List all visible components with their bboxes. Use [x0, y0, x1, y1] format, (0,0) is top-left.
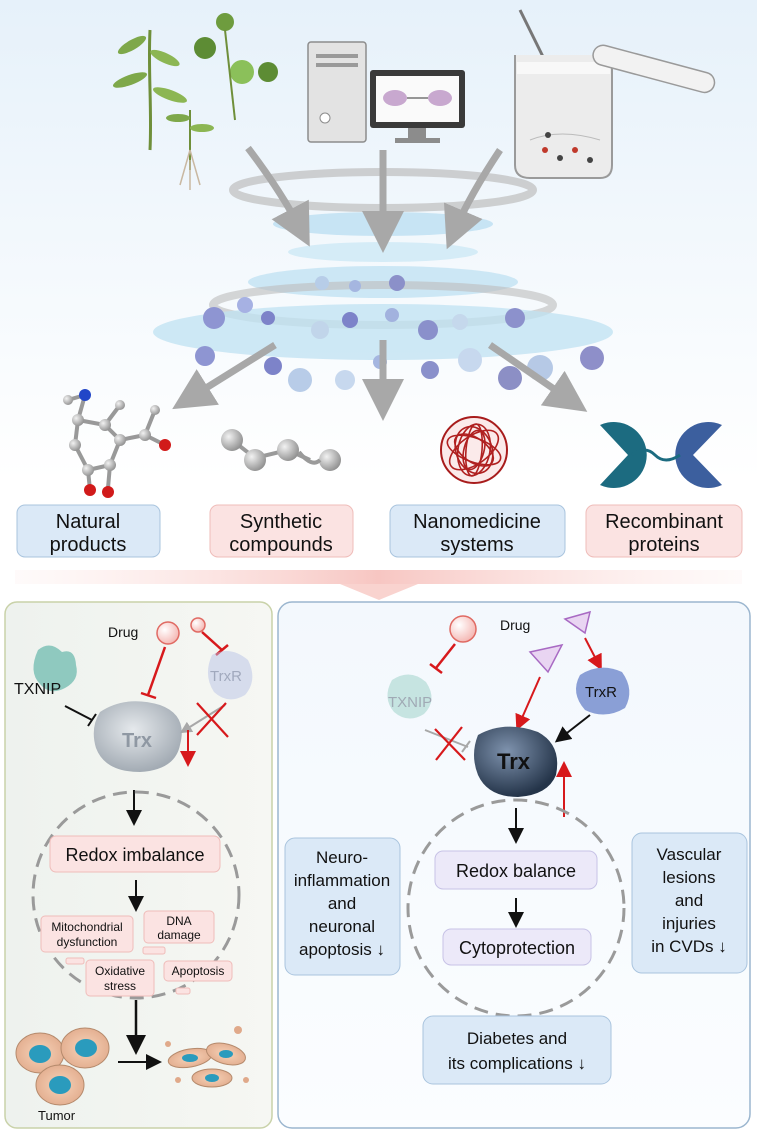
txnip-label-right: TXNIP: [388, 694, 432, 711]
svg-text:injuries: injuries: [662, 914, 716, 933]
category-nanomedicine-systems: Nanomedicine systems: [389, 504, 566, 558]
svg-text:Synthetic: Synthetic: [240, 511, 322, 533]
beaker-icon: [514, 9, 716, 179]
drug-label-right: Drug: [500, 617, 530, 633]
svg-text:neuronal: neuronal: [309, 917, 375, 936]
output-arrows: [172, 340, 588, 421]
svg-text:Mitochondrial: Mitochondrial: [51, 920, 122, 934]
natural-product-molecule-icon: [63, 389, 171, 498]
svg-text:Apoptosis: Apoptosis: [172, 964, 225, 978]
trx-label-left: Trx: [122, 730, 152, 752]
tumor-cells-icon: [15, 1027, 110, 1106]
trx-protein-icon-left: [93, 701, 182, 772]
redox-balance-label: Redox balance: [456, 861, 576, 881]
svg-text:DNA: DNA: [166, 914, 191, 928]
svg-text:Natural: Natural: [56, 511, 120, 533]
txnip-label-left: TXNIP: [14, 681, 61, 698]
drug-ball-left-1: [156, 621, 180, 645]
plant-icon: [112, 13, 278, 190]
svg-text:systems: systems: [440, 534, 513, 556]
svg-text:its complications ↓: its complications ↓: [448, 1054, 586, 1073]
svg-text:products: products: [50, 534, 127, 556]
category-recombinant-proteins: Recombinant proteins: [585, 504, 743, 558]
svg-text:Recombinant: Recombinant: [605, 511, 723, 533]
svg-text:lesions: lesions: [663, 868, 716, 887]
svg-text:proteins: proteins: [628, 534, 699, 556]
right-panel-protective: Drug TXNIP TrxR Trx: [277, 601, 751, 1129]
category-natural-products: Natural products: [16, 504, 161, 558]
drug-ball-left-2: [190, 617, 206, 633]
svg-text:damage: damage: [157, 928, 201, 942]
ribbon-divider: [15, 570, 742, 600]
drug-ball-right: [449, 615, 477, 643]
drug-triangle-small: [563, 610, 592, 635]
svg-text:Diabetes and: Diabetes and: [467, 1029, 567, 1048]
svg-text:and: and: [328, 894, 356, 913]
svg-text:Nanomedicine: Nanomedicine: [413, 511, 541, 533]
synthetic-compound-icon: [221, 429, 341, 471]
svg-text:Oxidative: Oxidative: [95, 964, 145, 978]
svg-text:and: and: [675, 891, 703, 910]
redox-imbalance-label: Redox imbalance: [65, 845, 204, 865]
svg-text:dysfunction: dysfunction: [57, 935, 118, 949]
computer-icon: [307, 41, 465, 143]
nanoparticle-icon: [440, 416, 508, 484]
cytoprotection-label: Cytoprotection: [459, 938, 575, 958]
drug-label-left: Drug: [108, 624, 138, 640]
apoptotic-cells-icon: [165, 1026, 249, 1088]
trxr-protein-icon-left: [207, 651, 253, 700]
svg-text:Neuro-: Neuro-: [316, 848, 368, 867]
svg-text:inflammation: inflammation: [294, 871, 390, 890]
left-panel-cancer: Drug TXNIP TrxR Trx: [4, 601, 273, 1129]
input-arrows: [245, 145, 503, 253]
svg-text:in CVDs ↓: in CVDs ↓: [651, 937, 727, 956]
trxr-label-left: TrxR: [210, 668, 242, 685]
txnip-protein-icon-left: [33, 645, 77, 692]
drug-triangle-large: [528, 643, 564, 674]
svg-text:compounds: compounds: [229, 534, 332, 556]
tumor-label: Tumor: [38, 1108, 76, 1123]
txnip-protein-icon-right: [387, 674, 432, 719]
svg-text:apoptosis ↓: apoptosis ↓: [299, 940, 385, 959]
trxr-label-right: TrxR: [585, 684, 617, 701]
svg-text:Vascular: Vascular: [657, 845, 722, 864]
trx-protein-icon-right: [474, 726, 558, 797]
svg-text:stress: stress: [104, 979, 136, 993]
category-synthetic-compounds: Synthetic compounds: [209, 504, 354, 558]
trxr-protein-icon-right: [576, 667, 630, 715]
trx-label-right: Trx: [497, 749, 531, 774]
recombinant-protein-icon: [600, 421, 722, 488]
